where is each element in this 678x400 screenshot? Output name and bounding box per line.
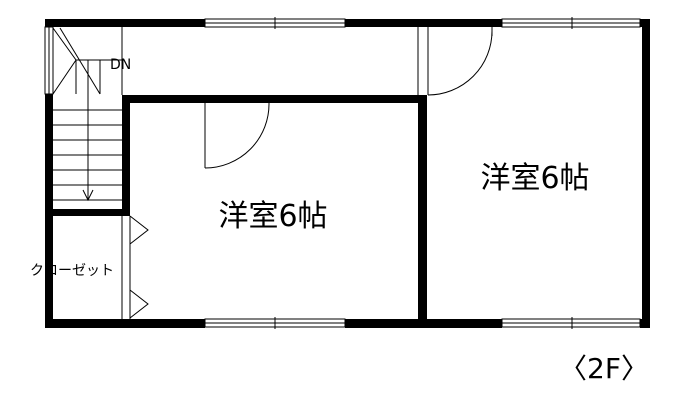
window-bottom-center [204, 317, 346, 329]
closet-label: クローゼット [30, 263, 114, 279]
door-room2 [427, 27, 493, 96]
window-top-right [501, 17, 641, 29]
closet-doors [121, 215, 149, 319]
window-bottom-right [501, 317, 641, 329]
interior-walls [45, 95, 427, 328]
stair-arrow [82, 59, 110, 202]
room-label-1: 洋室6帖 [218, 199, 327, 234]
corridor-lines [121, 27, 429, 95]
room-label-2: 洋室6帖 [480, 161, 589, 196]
floor-label: 〈2F〉 [559, 352, 649, 385]
door-room1 [204, 102, 270, 169]
window-top-center [204, 17, 346, 29]
window-left-stair [44, 26, 54, 95]
stair-dn-label: DN [110, 57, 131, 73]
